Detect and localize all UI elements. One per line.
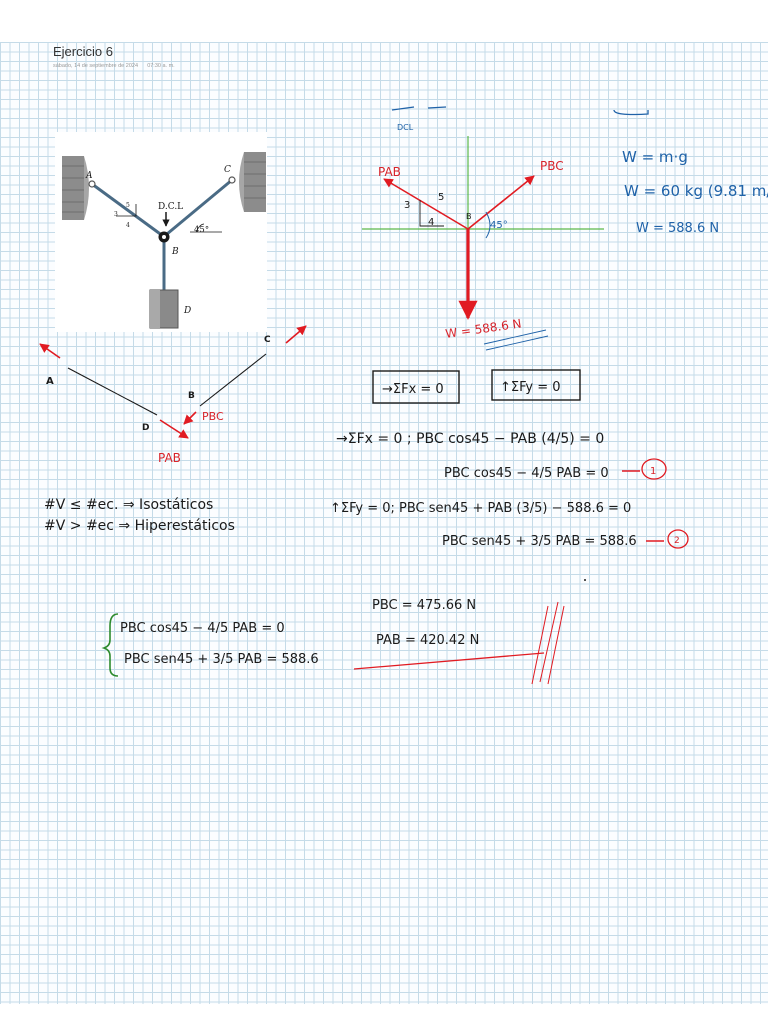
figure-slope-3: 3: [114, 211, 118, 218]
fbd-pbc: PBC: [540, 159, 564, 173]
system-brace: [101, 613, 119, 677]
static-criteria: #V ≤ #ec. ⇒ Isostáticos #V > #ec ⇒ Hiper…: [44, 497, 235, 534]
sketch-label-d: D: [142, 423, 149, 433]
system-eq-2: PBC sen45 + 3/5 PAB = 588.6: [124, 652, 319, 667]
figure-label-b: B: [171, 247, 179, 257]
fbd-n5: 5: [438, 192, 444, 203]
sketch-label-b: B: [188, 391, 195, 401]
sketch-diagram: A C B D PBC PAB: [39, 325, 307, 465]
weight-line-1: W = m·g: [622, 148, 688, 166]
left-wall-icon: [62, 156, 89, 220]
box-sum-fx: →ΣFx = 0: [382, 382, 444, 397]
sketch-arrow-c: [285, 325, 307, 344]
page-time: 07:30 a. m.: [147, 63, 175, 69]
figure-label-c: C: [224, 165, 231, 175]
fbd-point-b: B: [466, 212, 472, 221]
cable-ab: [91, 182, 164, 238]
free-body-diagram: DCL PAB PBC 3 4 5 B 45° W = 588.6 N: [362, 106, 649, 351]
eq-fy-1: ↑ΣFy = 0; PBC sen45 + PAB (3/5) − 588.6 …: [330, 501, 631, 516]
fbd-arrow-pab: [383, 178, 469, 230]
box-sum-fy: ↑ΣFy = 0: [500, 380, 561, 395]
criteria-line-1: #V ≤ #ec. ⇒ Isostáticos: [44, 497, 213, 513]
figure-slope-5: 5: [126, 202, 130, 209]
right-wall-icon: [239, 152, 266, 212]
eq-fx-2: PBC cos45 − 4/5 PAB = 0: [444, 466, 609, 481]
sketch-pab: PAB: [158, 451, 181, 465]
fbd-n3: 3: [404, 200, 410, 211]
fbd-angle: 45°: [490, 220, 508, 231]
eq-fy-2: PBC sen45 + 3/5 PAB = 588.6: [442, 534, 637, 549]
equilibrium-equations: →ΣFx = 0 ; PBC cos45 − PAB (4/5) = 0 PBC…: [330, 431, 689, 581]
fbd-arrow-pbc: [467, 175, 535, 230]
figure-drawing: A C B D D.C.L 45° 3 4 5: [62, 152, 266, 329]
fbd-weight: W = 588.6 N: [444, 316, 522, 341]
fbd-title: DCL: [397, 123, 414, 132]
weight-line-3: W = 588.6 N: [636, 221, 719, 236]
system-eq-1: PBC cos45 − 4/5 PAB = 0: [120, 621, 285, 636]
page-title: Ejercicio 6: [53, 44, 113, 59]
criteria-line-2: #V > #ec ⇒ Hiperestáticos: [44, 518, 235, 534]
result-pbc: PBC = 475.66 N: [372, 598, 476, 613]
results: PBC = 475.66 N PAB = 420.42 N: [353, 598, 565, 685]
fbd-pab: PAB: [378, 165, 401, 179]
eq-fx-tag: 1: [650, 466, 656, 477]
figure-angle: 45°: [194, 225, 209, 235]
figure-slope-4: 4: [126, 222, 130, 229]
equation-system: PBC cos45 − 4/5 PAB = 0 PBC sen45 + 3/5 …: [101, 613, 319, 677]
sketch-label-a: A: [46, 376, 54, 387]
sketch-arrow-pab: [159, 419, 189, 439]
sketch-arrow-a: [39, 343, 61, 359]
figure-label-d: D: [183, 306, 191, 316]
result-pab: PAB = 420.42 N: [376, 633, 479, 648]
fbd-n4: 4: [428, 217, 434, 228]
sketch-pbc: PBC: [202, 410, 224, 423]
figure-dcl-tag: D.C.L: [158, 202, 183, 212]
weight-calculation: W = m·g W = 60 kg (9.81 m/s²) W = 588.6 …: [622, 148, 768, 236]
figure-label-a: A: [85, 171, 93, 181]
page-meta: sábado, 14 de septiembre de 2024 07:30 a…: [53, 63, 175, 69]
page-date: sábado, 14 de septiembre de 2024: [53, 63, 139, 69]
eq-fy-tag: 2: [674, 536, 680, 546]
page-header: Ejercicio 6 sábado, 14 de septiembre de …: [53, 44, 175, 69]
cable-bc: [166, 178, 233, 236]
sketch-label-c: C: [264, 335, 271, 345]
eq-fx-1: →ΣFx = 0 ; PBC cos45 − PAB (4/5) = 0: [336, 431, 604, 447]
weight-line-2: W = 60 kg (9.81 m/s²): [624, 182, 768, 200]
sketch-arrow-pbc: [183, 411, 197, 425]
equation-boxes: →ΣFx = 0 ↑ΣFy = 0: [372, 369, 581, 404]
